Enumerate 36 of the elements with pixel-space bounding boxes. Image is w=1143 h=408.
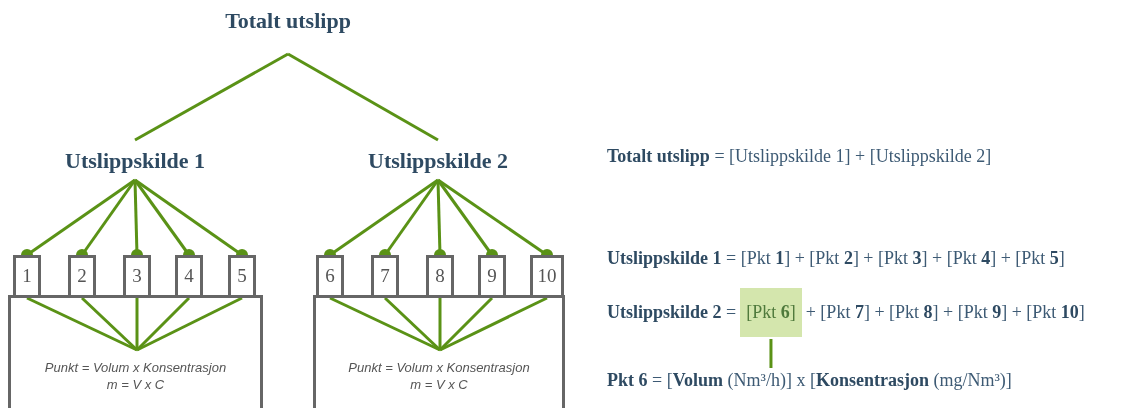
connector-line [135,298,139,350]
point-box: 10 [530,255,564,298]
point-box: 2 [68,255,96,298]
connector-line [136,296,243,352]
formula-text: Punkt = Volum x Konsentrasjon [43,360,228,375]
point-box: 8 [426,255,454,298]
heading: Utslippskilde 1 [40,140,230,180]
heading: Totalt utslipp [188,8,388,54]
source-box [8,295,263,408]
point-box: 6 [316,255,344,298]
point-box: 7 [371,255,399,298]
point-box: 9 [478,255,506,298]
formula-text: Utslippskilde 2 = [607,302,737,323]
formula-text: m = V x C [409,377,469,392]
formula-text: Pkt 6 = [Volum (Nm³/h)] x [Konsentrasjon (mg/Nm³)] [607,370,1012,391]
highlight-box: [Pkt 6] [740,288,802,337]
connector-line [383,296,442,352]
formula-text: + [Pkt 7] + [Pkt 8] + [Pkt 9] + [Pkt 10] [805,302,1085,323]
connector-line [134,52,289,142]
formula-text: m = V x C [105,377,166,392]
connector-line [80,296,139,352]
leader-line [769,339,773,368]
heading: Utslippskilde 2 [343,140,533,180]
connector-line [135,296,191,352]
point-box: 1 [13,255,41,298]
point-box: 4 [175,255,203,298]
formula-text: Utslippskilde 1 = [Pkt 1] + [Pkt 2] + [Pkt 3] + [Pkt 4] + [Pkt 5] [607,248,1065,269]
formula-text: Punkt = Volum x Konsentrasjon [347,360,531,375]
connector-line [287,52,439,142]
connector-line [438,298,442,350]
formula-text: Totalt utslipp = [Utslippskilde 1] + [Utslippskilde 2] [607,146,992,167]
source-box [313,295,565,408]
connector-line [439,296,548,352]
connector-line [438,296,494,352]
point-box: 5 [228,255,256,298]
point-box: 3 [123,255,151,298]
